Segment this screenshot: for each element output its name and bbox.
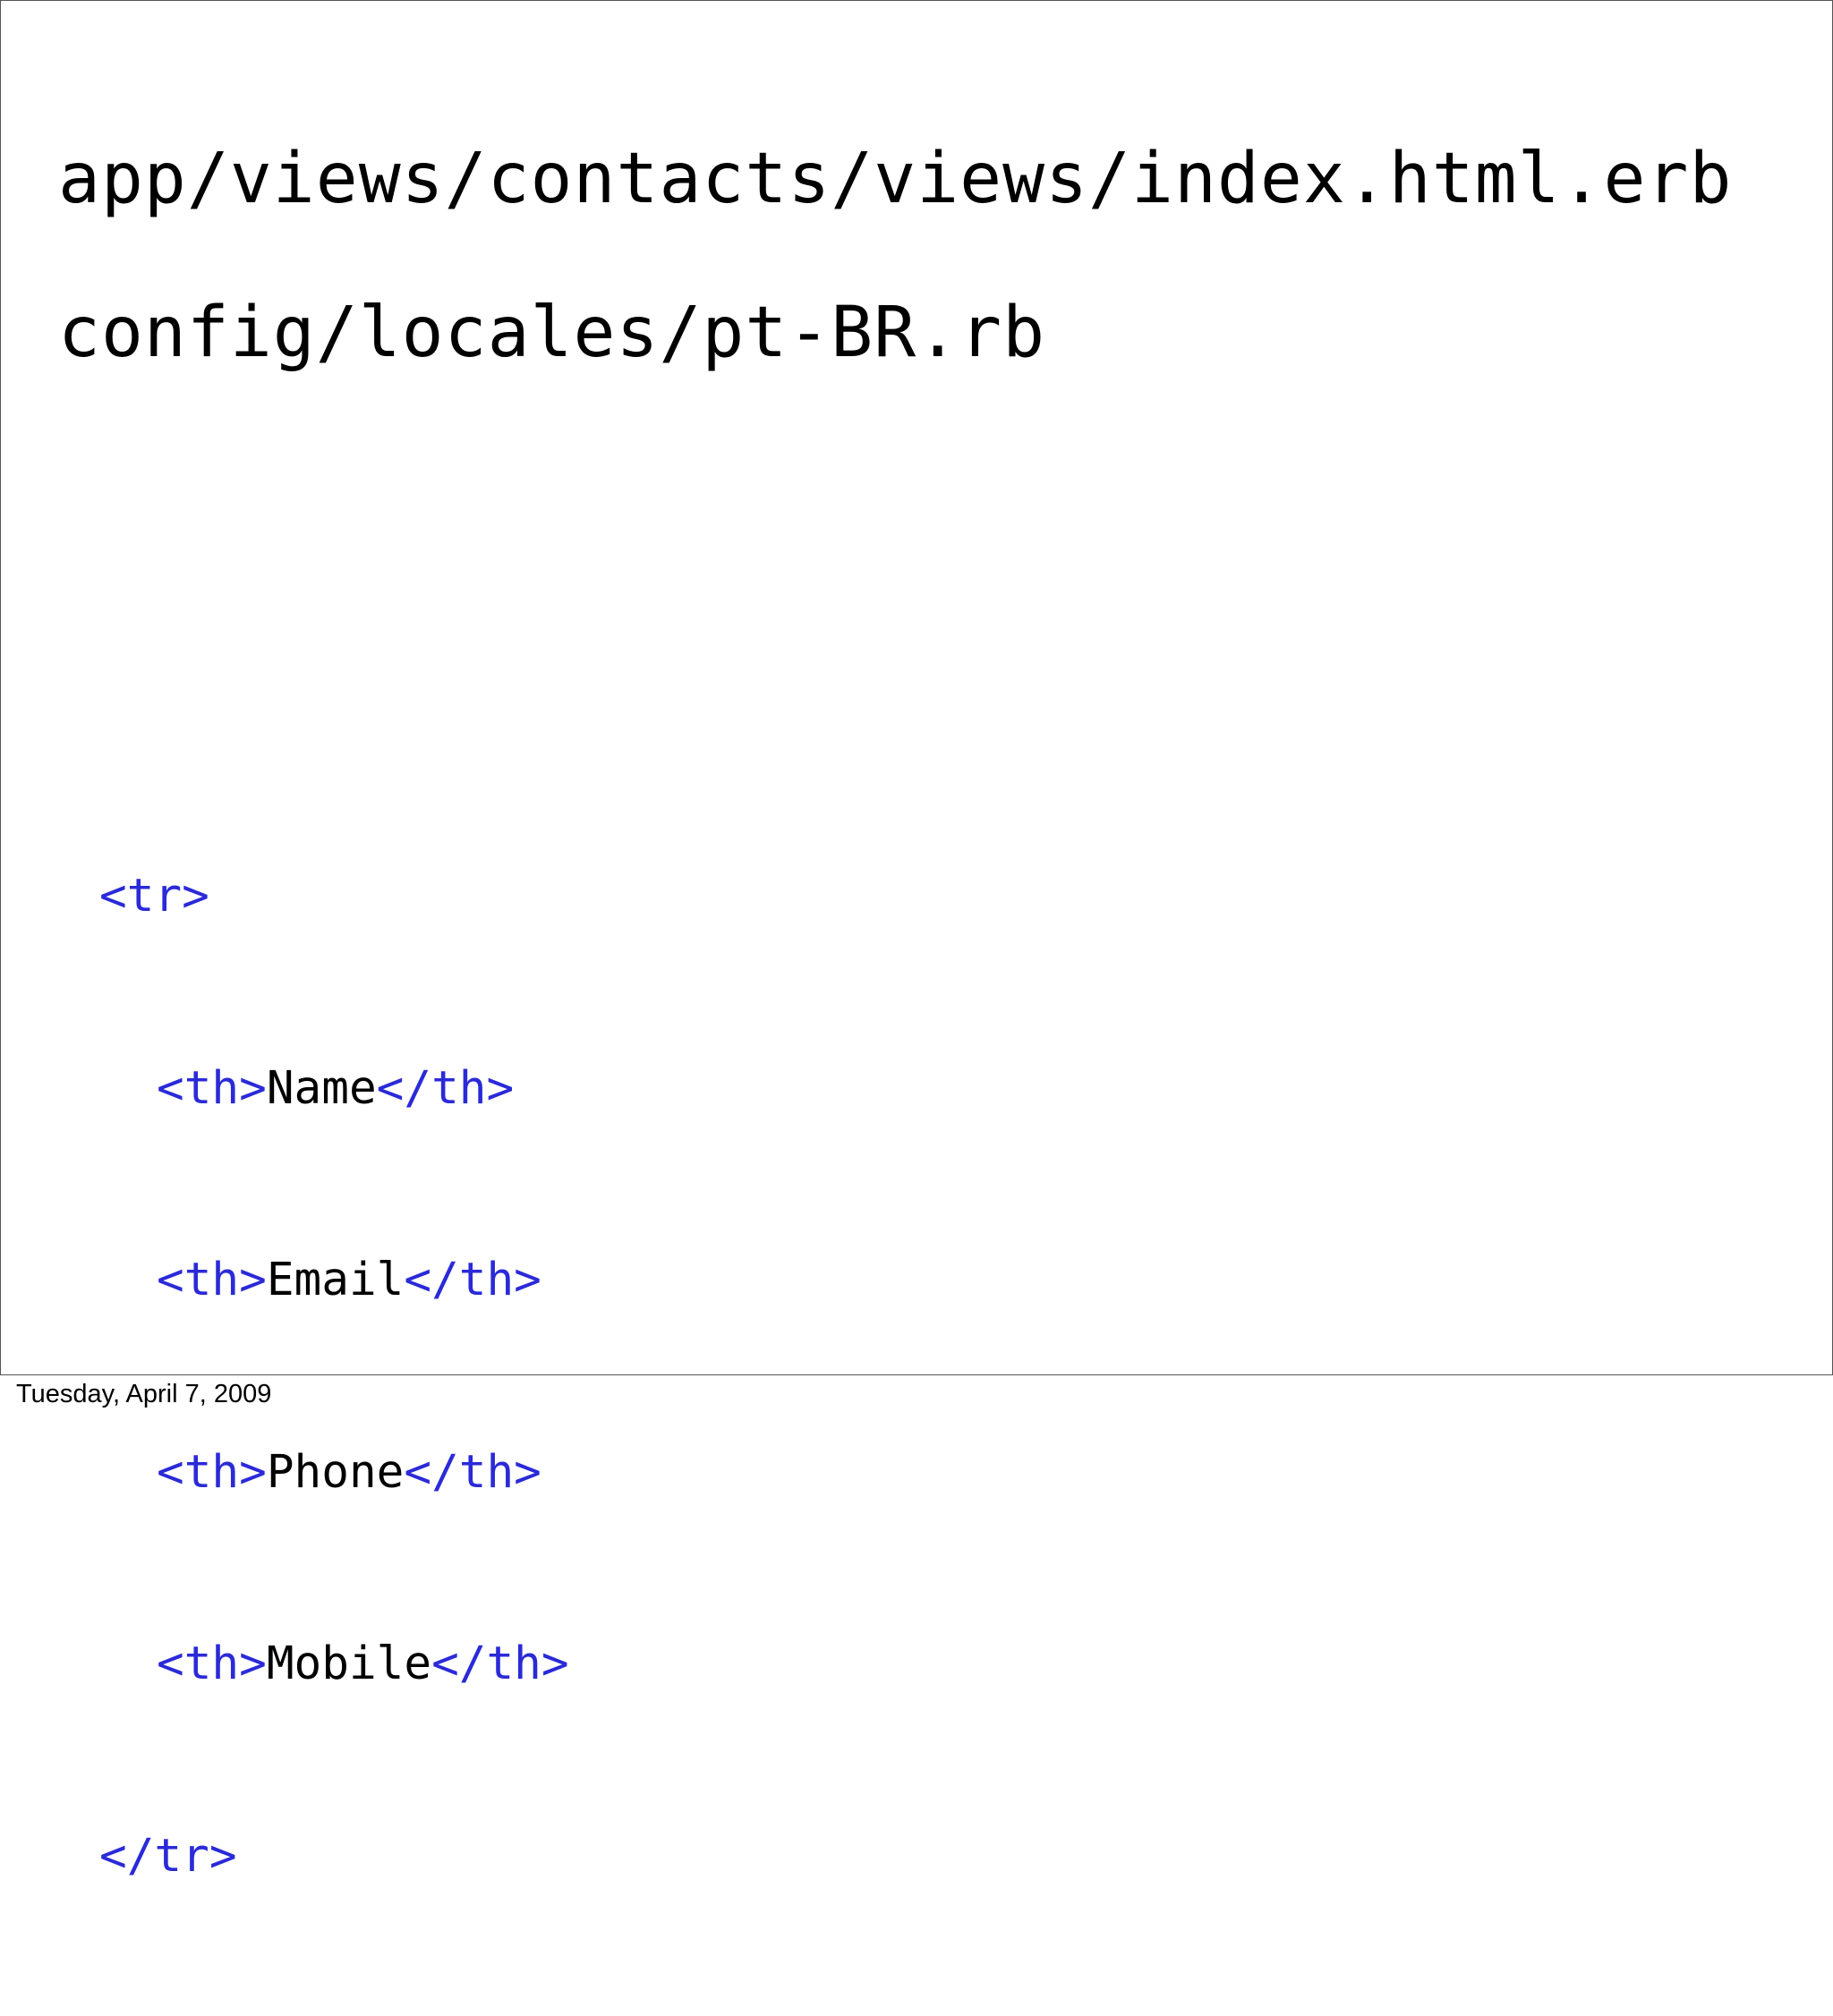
code-tag: <th>	[157, 1254, 267, 1306]
code-text: Name	[266, 1061, 377, 1115]
code-text: Mobile	[266, 1637, 432, 1690]
code-line-th-mobile: <th>Mobile</th>	[99, 1632, 569, 1697]
code-text: Phone	[266, 1445, 405, 1499]
locale-file-path: config/locales/pt-BR.rb	[58, 293, 1046, 373]
slide: app/views/contacts/views/index.html.erb …	[0, 0, 1833, 1883]
code-line-th-name: <th>Name</th>	[99, 1057, 569, 1121]
code-tag: </th>	[404, 1254, 541, 1306]
code-line-th-email: <th>Email</th>	[99, 1248, 569, 1313]
view-file-path: app/views/contacts/views/index.html.erb	[58, 139, 1733, 219]
code-line-th-phone: <th>Phone</th>	[99, 1441, 569, 1505]
code-tag: </th>	[376, 1061, 515, 1115]
footer-date: Tuesday, April 7, 2009	[16, 1380, 272, 1408]
code-tag: <th>	[157, 1637, 267, 1690]
code-tag: <th>	[157, 1445, 267, 1499]
code-line-tr-open: <tr>	[99, 864, 569, 929]
code-tag: </th>	[404, 1445, 541, 1499]
code-tag: </th>	[431, 1637, 569, 1690]
code-text: Email	[266, 1254, 405, 1306]
code-tag: </tr>	[99, 1829, 237, 1883]
code-tag: <th>	[157, 1061, 267, 1115]
code-tag: <tr>	[99, 870, 209, 923]
code-line-tr-close: </tr>	[99, 1825, 569, 1889]
code-snippet: <tr> <th>Name</th> <th>Email</th> <th>Ph…	[99, 736, 569, 2016]
